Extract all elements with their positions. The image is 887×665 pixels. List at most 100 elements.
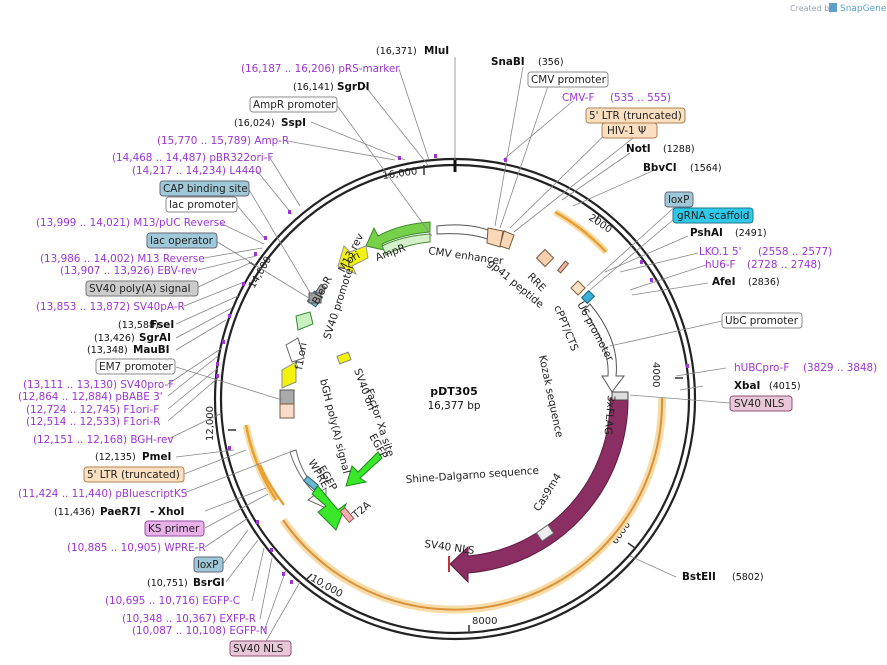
- primer-hubcpro-f-range: (3829 .. 3848): [803, 362, 877, 374]
- site-position-xhoi: (11,436): [54, 507, 95, 518]
- primer-markers: [216, 154, 689, 584]
- site-name-sspi: SspI: [281, 117, 306, 129]
- primer-egfp-c: (10,695 .. 10,716) EGFP-C: [105, 595, 240, 607]
- primer-pbabe-3: (12,864 .. 12,884) pBABE 3': [18, 391, 163, 403]
- site-name-mlui: MluI: [424, 45, 449, 57]
- feature-label-u6: U6 promoter: [574, 300, 616, 364]
- plasmid-name: pDT305: [430, 385, 477, 398]
- svg-text:CAP binding site: CAP binding site: [163, 183, 248, 195]
- svg-text:UbC promoter: UbC promoter: [725, 315, 799, 327]
- region-arc-ltr-trunc-core: [244, 424, 278, 501]
- feature-label-shine-dalgarno: Shine-Dalgarno sequence: [405, 465, 539, 486]
- site-position-bsrgi: (10,751): [147, 578, 188, 589]
- site-name-maubi: MauBI: [133, 344, 170, 356]
- feature-label-cppt: cPPT/CTS: [551, 304, 580, 354]
- tick-label-8000: 8000: [472, 616, 497, 627]
- grna-scaffold-feature: [580, 289, 596, 305]
- primer-wpre-r: (10,885 .. 10,905) WPRE-R: [67, 542, 206, 554]
- svg-text:SV40 poly(A) signal: SV40 poly(A) signal: [89, 283, 190, 295]
- region-arc-ltr-inner: [258, 464, 285, 506]
- site-name-xbai: XbaI: [734, 380, 760, 392]
- box-lac-operator: lac operator: [146, 232, 218, 249]
- primer-hubcpro-f: hUBCpro-F: [734, 362, 789, 374]
- site-name-sgrai: SgrAI: [139, 332, 171, 344]
- site-position-sspi: (16,024): [234, 118, 275, 129]
- box-grna-scaffold: gRNA scaffold: [672, 207, 754, 224]
- primer-sv40pa-r: (13,853 .. 13,872) SV40pA-R: [36, 301, 185, 313]
- cmv-promoter-feature: [486, 227, 504, 248]
- 3xflag-feature: [611, 391, 629, 401]
- primer-hu6-f: hU6-F: [705, 259, 736, 271]
- cas9m4-feature-arrow: [449, 397, 629, 584]
- t2a-feature: [339, 507, 355, 523]
- primer-m13-puc-reverse: (13,999 .. 14,021) M13/pUC Reverse: [36, 217, 226, 229]
- ltr-feature: [499, 230, 515, 250]
- site-name-bsteii: BstEII: [682, 571, 716, 583]
- site-name-snabi: SnaBI: [491, 56, 525, 68]
- feature-label-bleor: BleoR: [310, 274, 335, 306]
- svg-text:5' LTR (truncated): 5' LTR (truncated): [589, 110, 682, 122]
- primer-amp-r: (15,770 .. 15,789) Amp-R: [157, 135, 289, 147]
- credit-brand: SnapGene: [840, 4, 887, 14]
- svg-text:5' LTR (truncated): 5' LTR (truncated): [87, 469, 180, 481]
- site-position-snabi: (356): [538, 57, 564, 68]
- primer-cmv-f-range: (535 .. 555): [610, 92, 671, 104]
- bleor-feature: [295, 311, 314, 331]
- egfp-feature-2: [345, 451, 383, 487]
- site-position-mlui: (16,371): [376, 46, 417, 57]
- feature-label-3xflag: 3xFLAG: [602, 395, 617, 436]
- feature-label-ori: ori: [345, 249, 363, 266]
- box-cmv-promoter: CMV promoter: [527, 71, 609, 88]
- primer-prs-marker: (16,187 .. 16,206) pRS-marker: [241, 63, 400, 75]
- svg-text:loxP: loxP: [668, 194, 689, 206]
- site-name-sgrdi: SgrDI: [337, 81, 370, 93]
- site-position-afei: (2836): [748, 277, 780, 288]
- primer-l4440: (14,217 .. 14,234) L4440: [132, 165, 262, 177]
- sv40-ori-feature: [336, 351, 352, 365]
- leader-lines: [167, 57, 731, 649]
- plasmid-length: 16,377 bp: [428, 400, 481, 412]
- svg-text:loxP: loxP: [197, 559, 218, 571]
- svg-text:KS primer: KS primer: [148, 523, 200, 535]
- primer-egfp-n: (10,087 .. 10,108) EGFP-N: [132, 625, 268, 637]
- site-position-bbvci: (1564): [690, 163, 722, 174]
- feature-label-bgh: bGH poly(A) signal: [317, 378, 352, 475]
- gp41-feature: [556, 260, 570, 274]
- bgh-polya-feature: [279, 403, 295, 419]
- svg-text:lac promoter: lac promoter: [169, 199, 236, 211]
- sv40-promoter-feature: [285, 337, 305, 363]
- primer-f1ori-f: (12,724 .. 12,745) F1ori-F: [26, 404, 159, 416]
- primer-lko1-5: LKO.1 5': [699, 246, 741, 258]
- site-name-bbvci: BbvCI: [643, 162, 677, 174]
- primer-lko1-5-range: (2558 .. 2577): [758, 246, 832, 258]
- ubc-promoter-feature: [583, 303, 625, 393]
- primer-bgh-rev: (12,151 .. 12,168) BGH-rev: [33, 434, 173, 446]
- box-hiv1-psi: HIV-1 Ψ: [601, 122, 658, 139]
- tick-label-4000: 4000: [650, 362, 661, 387]
- box-ks-primer: KS primer: [144, 520, 205, 537]
- box-5-ltr-truncated-left: 5' LTR (truncated): [83, 466, 185, 483]
- box-lac-promoter: lac promoter: [165, 196, 238, 213]
- region-arc-ltr: [554, 210, 607, 253]
- feature-label-kozak: Kozak sequence: [536, 354, 565, 439]
- svg-text:SV40 NLS: SV40 NLS: [233, 643, 284, 655]
- rre-feature: [535, 248, 555, 268]
- tick-marks: [228, 165, 683, 633]
- box-sv40-nls-bottom: SV40 NLS: [229, 640, 292, 657]
- box-sv40-polya: SV40 poly(A) signal: [85, 280, 199, 297]
- svg-text:gRNA scaffold: gRNA scaffold: [677, 210, 750, 222]
- site-name-bsrgi: BsrGI: [193, 577, 225, 589]
- primer-m13-reverse: (13,986 .. 14,002) M13 Reverse: [40, 253, 205, 265]
- ampr-feature: [365, 221, 431, 251]
- primer-f1ori-r: (12,514 .. 12,533) F1ori-R: [26, 416, 160, 428]
- site-position-sgrai: (13,426): [94, 333, 135, 344]
- sv40-nls-box-feature: [535, 524, 555, 542]
- tick-label-12000: 12,000: [205, 406, 216, 441]
- site-position-fsei: (13,588): [118, 320, 159, 331]
- svg-text:EM7 promoter: EM7 promoter: [99, 361, 173, 373]
- cmv-enhancer-feature: [436, 224, 494, 241]
- f1-ori-feature: [281, 361, 297, 389]
- site-name-afei: AfeI: [712, 276, 735, 288]
